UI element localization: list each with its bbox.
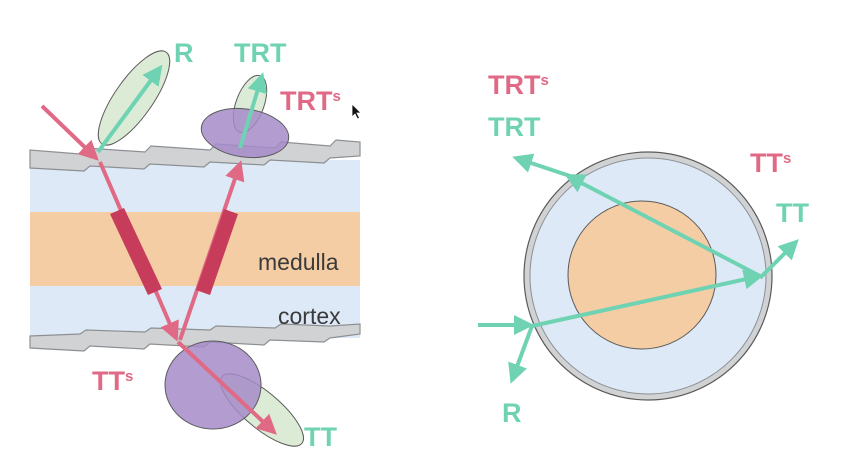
label-r-cross: R	[502, 398, 522, 428]
label-tt: TT	[304, 422, 337, 452]
label-tt-cross: TT	[776, 198, 809, 228]
tt-ray-cross	[758, 239, 799, 280]
pointer-cursor-icon	[351, 103, 362, 120]
tt-ray	[176, 340, 277, 435]
incident-ray	[40, 104, 99, 161]
r-ray-cross	[508, 325, 534, 384]
r-lobe	[97, 50, 171, 146]
label-trt-s-cross: TRTs	[488, 70, 549, 100]
trt-ray	[238, 72, 267, 149]
tt-s-lobe	[164, 340, 262, 430]
label-r: R	[174, 38, 194, 68]
cortex-label: cortex	[278, 303, 341, 329]
medulla-scatter-up	[196, 209, 238, 295]
fiber-longitudinal-view: medulla cortex R TRT TRTs TTs TT	[29, 38, 361, 452]
medulla-layer	[30, 212, 360, 286]
label-trt-cross: TRT	[488, 112, 541, 142]
fiber-cross-section: TRTs TRT TTs TT R	[478, 70, 809, 428]
label-trt-s: TRTs	[280, 86, 341, 116]
label-tt-s: TTs	[92, 366, 133, 396]
internal-reflection-cross	[564, 174, 761, 278]
medulla-label: medulla	[258, 249, 339, 275]
medulla-disc	[567, 200, 717, 350]
cuticle-bottom	[29, 323, 361, 352]
label-tt-s-cross: TTs	[750, 148, 791, 178]
label-trt: TRT	[234, 38, 287, 68]
medulla-scatter-down	[110, 208, 162, 295]
trt-ray-cross	[512, 153, 571, 178]
r-ray	[96, 64, 163, 154]
refracted-ray-cross	[531, 269, 764, 328]
